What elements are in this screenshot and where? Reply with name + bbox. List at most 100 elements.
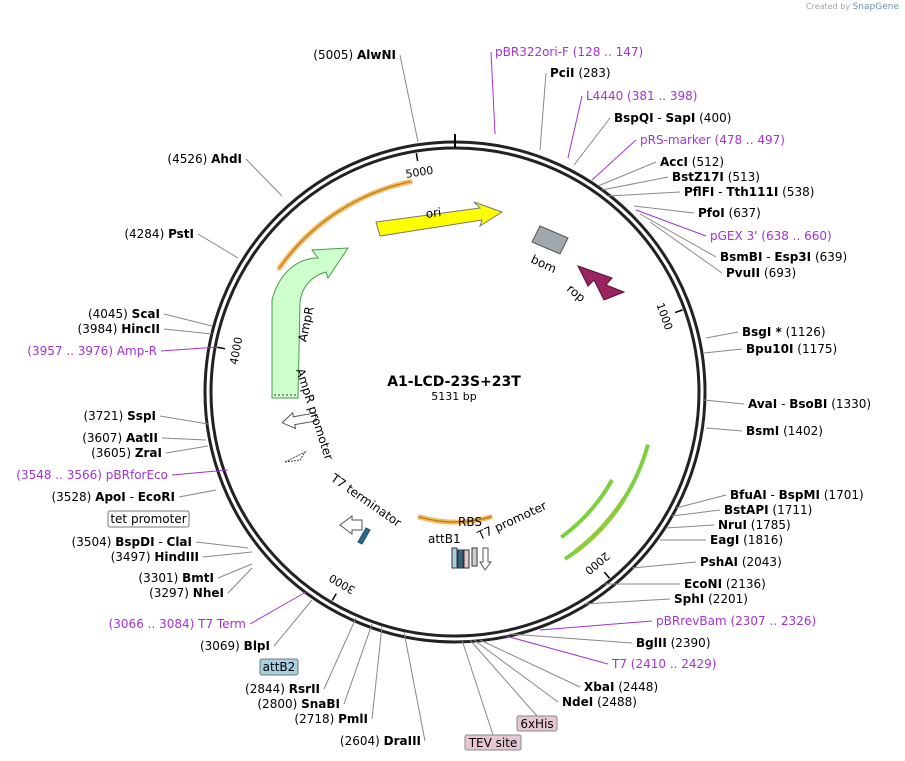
label-right-17-part: (1785)	[747, 518, 791, 532]
label-right-26-leader	[473, 639, 559, 703]
label-left-3-part: (3984)	[78, 322, 122, 336]
label-right-21-part: (2201)	[704, 592, 748, 606]
label-right-22-leader	[539, 620, 653, 631]
label-left-7-part: (3605)	[91, 446, 135, 460]
label-right-20: EcoNI (2136)	[684, 577, 766, 591]
label-right-8-part: (638 .. 660)	[757, 229, 831, 243]
label-right-11-part: (1126)	[782, 325, 826, 339]
label-left-12-part: HindIII	[154, 550, 199, 564]
label-left-1-leader	[197, 233, 239, 259]
label-left-11: (3504) BspDI - ClaI	[72, 535, 192, 549]
label-right-3: pRS-marker (478 .. 497)	[640, 133, 785, 147]
label-right-8: pGEX 3' (638 .. 660)	[710, 229, 832, 243]
label-right-0-leader	[539, 72, 547, 151]
label-right-7-part: PfoI	[698, 206, 725, 220]
label-right-24-leader	[505, 635, 609, 665]
rbs-label: RBS	[458, 515, 482, 529]
label-pbr322ori-f: pBR322ori-F (128 .. 147)	[495, 45, 643, 59]
label-left-15-part: T7 Term	[197, 617, 246, 631]
tag-label-0: 6xHis	[520, 717, 553, 731]
label-right-15-part: BfuAI	[730, 488, 767, 502]
label-right-11: BsgI * (1126)	[742, 325, 826, 339]
label-right-26: NdeI (2488)	[562, 695, 637, 709]
leader-lines	[159, 51, 745, 742]
label-left-14-part: NheI	[193, 586, 224, 600]
label-right-4-leader	[597, 161, 657, 187]
ring-tick-2000	[603, 571, 611, 579]
label-right-10-leader	[649, 221, 723, 274]
label-right-1-part: L4440	[586, 89, 623, 103]
label-left-20-part: PmlI	[338, 712, 368, 726]
label-left-6-part: (3607)	[82, 431, 126, 445]
label-right-25-leader	[479, 639, 581, 688]
label-right-20-part: EcoNI	[684, 577, 722, 591]
label-left-0-part: (4526)	[167, 152, 211, 166]
label-left-12: (3497) HindIII	[111, 550, 199, 564]
ring-tick-label-4000: 4000	[227, 336, 245, 366]
ring-tick-label-3000: 3000	[327, 571, 358, 596]
attb1-mark	[451, 547, 458, 569]
label-right-5-part: (513)	[724, 170, 760, 184]
label-left-7-leader	[165, 445, 209, 454]
bom-box	[531, 225, 569, 255]
label-left-2-part: (4045)	[88, 307, 132, 321]
ring-tick-4000	[217, 346, 226, 350]
snapgene-credit: Created by SnapGene	[806, 2, 899, 12]
label-left-13-part: (3301)	[138, 571, 182, 585]
tag-box-1	[464, 734, 522, 751]
label-right-14-leader	[705, 427, 743, 432]
label-right-2-part: SapI	[666, 111, 696, 125]
label-left-21: (2604) DraIII	[340, 734, 421, 748]
label-right-6-part: Tth111I	[726, 185, 778, 199]
label-right-23-part: (2390)	[667, 636, 711, 650]
label-alwni: (5005) AlwNI	[313, 48, 396, 62]
label-right-7: PfoI (637)	[698, 206, 761, 220]
label-right-4-part: AccI	[660, 155, 688, 169]
label-right-10-part: PvuII	[726, 266, 760, 280]
label-right-2-leader	[573, 117, 611, 166]
label-left-2-leader	[163, 313, 213, 327]
label-right-7-leader	[633, 205, 695, 214]
label-left-4-part: Amp-R	[117, 344, 157, 358]
label-left-7-part: ZraI	[135, 446, 162, 460]
label-alwni-leader	[399, 54, 419, 143]
credit-brand: SnapGene	[852, 2, 899, 12]
label-right-0-part: (283)	[575, 66, 611, 80]
label-left-0-leader	[245, 158, 283, 197]
label-right-6-leader	[607, 191, 681, 197]
label-left-18-part: RsrII	[289, 682, 320, 696]
label-right-14-part: BsmI	[746, 424, 779, 438]
label-left-10: tet promoter	[110, 512, 186, 526]
tag-box-0	[516, 715, 558, 732]
label-right-5: BstZ17I (513)	[672, 170, 760, 184]
label-left-16-leader	[273, 599, 313, 647]
label-left-18-leader	[323, 617, 357, 690]
plasmid-size: 5131 bp	[431, 390, 476, 403]
label-right-24-part: (2410 .. 2429)	[627, 657, 717, 671]
label-right-3-part: (478 .. 497)	[711, 133, 785, 147]
label-right-11-leader	[705, 331, 739, 339]
label-right-11-part: *	[771, 325, 782, 339]
ampr-promoter-arrow	[281, 411, 318, 430]
label-right-9-part: Esp3I	[774, 250, 811, 264]
rop-arrow	[576, 265, 626, 301]
label-left-20: (2718) PmlI	[294, 712, 368, 726]
label-right-23-leader	[509, 633, 633, 644]
label-right-6-part: PflFI	[684, 185, 714, 199]
tag-leader-0	[469, 639, 538, 717]
label-right-13-part: BsoBI	[789, 397, 827, 411]
ring-tick-5000	[415, 152, 419, 162]
label-right-8-part: pGEX 3'	[710, 229, 757, 243]
label-right-18-part: (1816)	[739, 533, 783, 547]
label-right-4-part: (512)	[688, 155, 724, 169]
label-right-22-part: pBRrevBam	[656, 614, 727, 628]
label-right-15-part: BspMI	[779, 488, 820, 502]
label-right-19-part: PshAI	[700, 555, 738, 569]
label-right-0: PciI (283)	[550, 66, 611, 80]
label-right-9-leader	[639, 213, 717, 258]
label-right-10: PvuII (693)	[726, 266, 796, 280]
label-left-5-part: SspI	[127, 409, 156, 423]
label-right-0-part: PciI	[550, 66, 575, 80]
t7-terminator-arrow	[339, 515, 363, 535]
label-left-0: (4526) AhdI	[167, 152, 242, 166]
